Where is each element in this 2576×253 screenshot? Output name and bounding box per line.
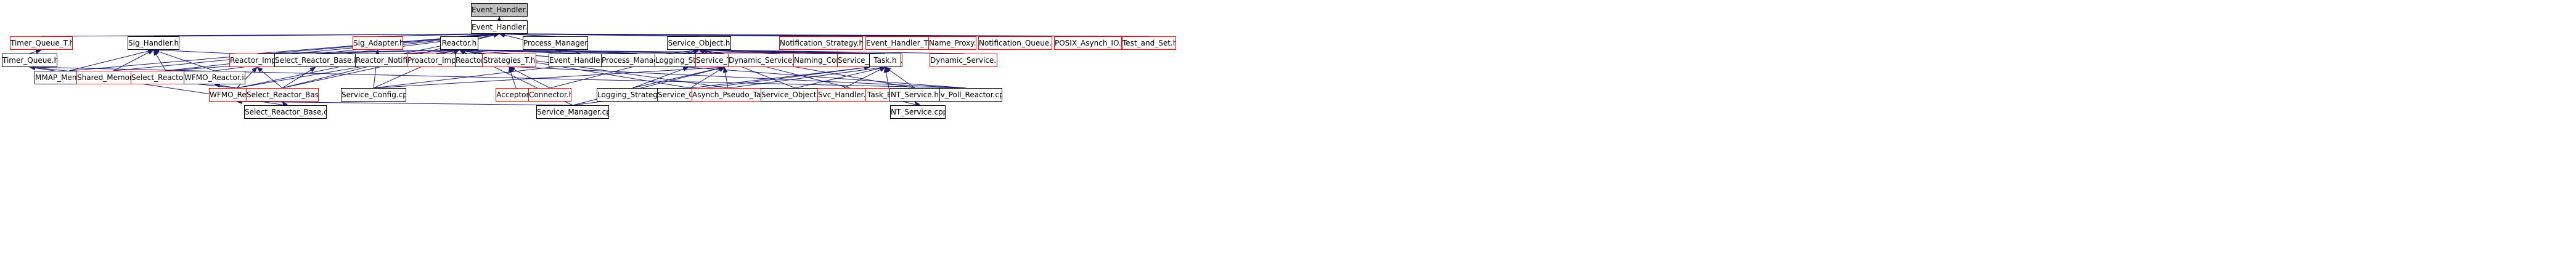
edge-shared-memory-pool-h-to-event-handler-h [113, 31, 500, 71]
node-test-and-set-h[interactable]: Test_and_Set.h [1122, 36, 1176, 50]
edge-wfmo-reactor-h-to-wfmo-reactor-inl [214, 82, 237, 89]
node-notification-strategy-h[interactable]: Notification_Strategy.h [779, 36, 863, 50]
edge-reactor-notification-strategy-cpp-to-reactor-h [411, 47, 460, 54]
node-logging-strategy-cpp[interactable]: Logging_Strategy.cpp [597, 88, 668, 102]
node-service-config-cpp[interactable]: Service_Config.cpp [341, 88, 406, 102]
node-reactor-impl-h[interactable]: Reactor_Impl.h [229, 54, 285, 67]
edge-asynch-pseudo-task-h-to-task-h [727, 65, 886, 89]
node-sig-adapter-h[interactable]: Sig_Adapter.h [353, 36, 403, 50]
node-event-handler-h[interactable]: Event_Handler.h [471, 20, 528, 34]
node-dev-poll-reactor-cpp[interactable]: Dev_Poll_Reactor.cpp [930, 88, 1002, 102]
node-select-reactor-base-cpp[interactable]: Select_Reactor_Base.cpp [244, 105, 327, 119]
edge-svc-handler-h-to-task-h [843, 66, 886, 89]
node-connector-h[interactable]: Connector.h [528, 88, 571, 102]
node-posix-asynch-io-h[interactable]: POSIX_Asynch_IO.h [1054, 36, 1122, 50]
node-service-object-cpp[interactable]: Service_Object.cpp [761, 88, 830, 102]
edge-wfmo-reactor-inl-to-sig-handler-h [153, 49, 215, 71]
node-strategies-t-h[interactable]: Strategies_T.h [482, 54, 536, 67]
node-asynch-pseudo-task-h[interactable]: Asynch_Pseudo_Task.h [692, 88, 764, 102]
edge-service-config-cpp-to-service-types-h [373, 65, 725, 89]
node-name-proxy-h[interactable]: Name_Proxy.h [928, 36, 976, 50]
edge-service-manager-cpp-to-wfmo-reactor-h [236, 99, 573, 106]
node-sig-handler-h[interactable]: Sig_Handler.h [128, 36, 179, 50]
node-service-manager-cpp[interactable]: Service_Manager.cpp [536, 105, 609, 119]
edge-shared-memory-pool-h-to-sig-handler-h [113, 49, 154, 71]
edge-test-and-set-h-to-event-handler-h [499, 31, 1150, 37]
edge-mmap-memory-pool-h-to-sig-handler-h [68, 49, 154, 71]
edge-nt-service-cpp-to-nt-service-h [914, 101, 920, 108]
edge-select-reactor-t-inl-to-sig-handler-h [153, 49, 166, 71]
edge-task-ex-t-h-to-task-h [883, 66, 889, 89]
edge-logging-strategy-cpp-to-service-types-h [632, 66, 725, 89]
node-task-h[interactable]: Task.h [869, 54, 901, 67]
edge-wfmo-reactor-h-to-reactor-impl-h [236, 66, 258, 89]
edge-select-reactor-base-h-to-reactor-impl-h [256, 66, 283, 89]
edge-service-object-cpp-to-task-h [795, 66, 886, 89]
edge-reactor-impl-h-to-reactor-h [256, 47, 460, 54]
node-wfmo-reactor-inl[interactable]: WFMO_Reactor.inl [184, 71, 245, 84]
edge-mmap-memory-pool-h-to-event-handler-h [68, 31, 500, 71]
edge-service-gestalt-cpp-to-service-manager-h [690, 65, 870, 89]
node-reactor-h[interactable]: Reactor.h [440, 36, 478, 50]
node-dynamic-service-cpp[interactable]: Dynamic_Service.cpp [930, 54, 997, 67]
node-select-reactor-base-h[interactable]: Select_Reactor_Base.h [246, 88, 319, 102]
edge-connector-h-to-strategies-t-h [509, 66, 550, 89]
edge-nt-service-h-to-task-h [885, 66, 915, 89]
node-event-handler-t-h[interactable]: Event_Handler_T.h [865, 36, 930, 50]
node-timer-queue-h[interactable]: Timer_Queue.h [2, 54, 57, 67]
node-notification-queue-h[interactable]: Notification_Queue.h [978, 36, 1052, 50]
edge-sig-adapter-h-to-event-handler-h [377, 31, 500, 37]
edge-asynch-pseudo-task-h-to-service-types-h [722, 66, 729, 89]
edge-sig-handler-h-to-event-handler-h [153, 31, 500, 37]
edge-process-manager-cpp-to-process-manager-h [555, 47, 638, 54]
node-nt-service-cpp[interactable]: NT_Service.cpp [890, 105, 946, 119]
edge-dynamic-service-cpp-to-service-object-h [698, 47, 964, 54]
node-proactor-impl-h[interactable]: Proactor_Impl.h [407, 54, 465, 67]
edge-logging-strategy-cpp-to-logging-strategy-h [632, 66, 689, 89]
node-event-handler-inl[interactable]: Event_Handler.inl [471, 3, 528, 17]
edge-dev-poll-reactor-cpp-to-reactor-h [459, 47, 967, 89]
node-nt-service-h[interactable]: NT_Service.h [889, 88, 940, 102]
node-timer-queue-t-h[interactable]: Timer_Queue_T.h [10, 36, 73, 50]
edge-select-reactor-base-h-to-select-reactor-base-inl [282, 66, 316, 89]
node-service-object-h[interactable]: Service_Object.h [667, 36, 731, 50]
node-select-reactor-base-inl[interactable]: Select_Reactor_Base.inl [274, 54, 357, 67]
node-select-reactor-t-inl[interactable]: Select_Reactor_T.inl [131, 71, 201, 84]
node-event-handler-cpp[interactable]: Event_Handler.cpp [549, 54, 613, 67]
edge-timer-queue-h-to-timer-queue-t-h [29, 49, 42, 54]
node-acceptor-h[interactable]: Acceptor.h [496, 88, 536, 102]
node-process-manager-h[interactable]: Process_Manager.h [523, 36, 588, 50]
node-svc-handler-h[interactable]: Svc_Handler.h [817, 88, 870, 102]
